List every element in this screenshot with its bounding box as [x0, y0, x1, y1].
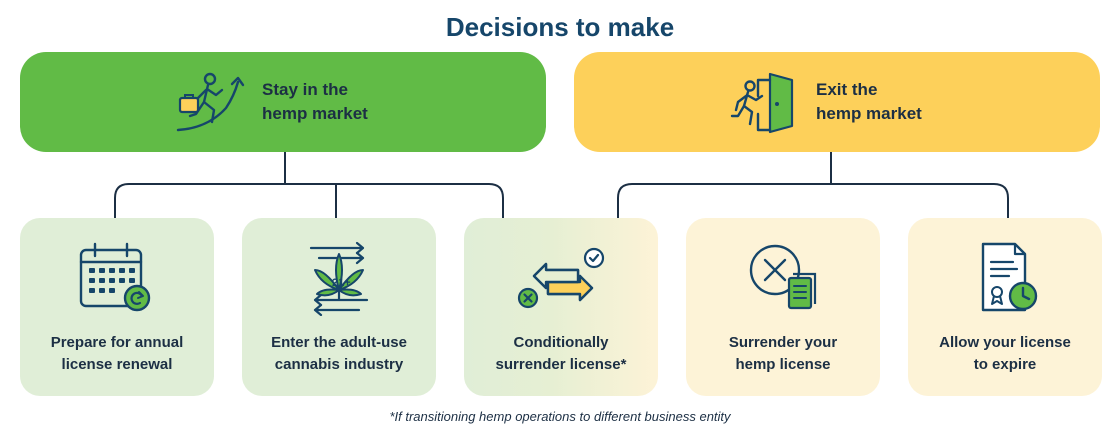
exit-door-icon — [730, 72, 794, 134]
option-label: Surrender your hemp license — [728, 334, 838, 373]
cannabis-leaf-icon: 21+ — [309, 241, 369, 316]
expiring-certificate-icon — [981, 242, 1038, 312]
option-label: Enter the adult-use cannabis industry — [271, 334, 407, 373]
stay-in-market-label: Stay in the hemp market — [262, 80, 368, 123]
option-card-surrender: Surrender your hemp license — [686, 218, 880, 396]
option-label: Conditionally surrender license* — [495, 334, 627, 373]
cancel-document-icon — [749, 244, 817, 310]
exit-market-label: Exit the hemp market — [816, 80, 922, 123]
calendar-renew-icon — [79, 242, 151, 312]
option-label: Allow your license to expire — [939, 334, 1071, 373]
exit-market-card: Exit the hemp market — [574, 52, 1100, 152]
exchange-arrows-icon — [517, 247, 605, 309]
diagram-title: Decisions to make — [445, 12, 675, 42]
footnote: *If transitioning hemp operations to dif… — [389, 409, 731, 424]
stay-in-market-card: Stay in the hemp market — [20, 52, 546, 152]
option-card-conditional: Conditionally surrender license* — [464, 218, 658, 396]
option-card-expire: Allow your license to expire — [908, 218, 1102, 396]
climbing-person-icon — [176, 72, 245, 132]
option-card-renewal: Prepare for annual license renewal — [20, 218, 214, 396]
option-label: Prepare for annual license renewal — [50, 334, 184, 373]
option-card-adult-use: 21+ Enter the adult-use cannabis industr… — [242, 218, 436, 396]
svg-text:21+: 21+ — [332, 277, 351, 289]
